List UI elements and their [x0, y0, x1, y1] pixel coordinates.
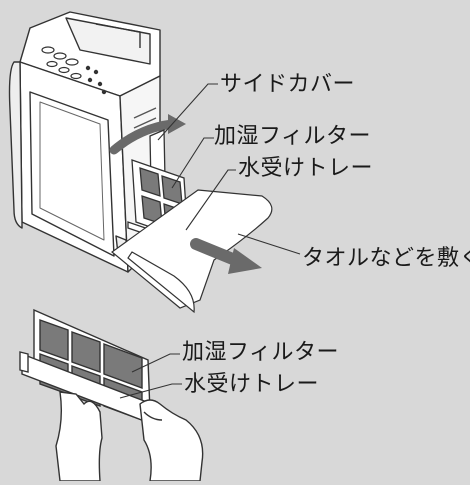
- label-towel-note: タオルなどを敷く: [302, 246, 470, 271]
- label-water-tray: 水受けトレー: [238, 156, 374, 181]
- open-arrow: [109, 119, 177, 155]
- label-water-tray-bottom: 水受けトレー: [184, 372, 320, 397]
- right-hand: [139, 399, 204, 482]
- label-side-cover: サイドカバー: [220, 72, 356, 97]
- control-button: [70, 72, 82, 80]
- control-button: [41, 46, 55, 54]
- leader-lines-bottom: [119, 353, 182, 399]
- towel: [111, 189, 273, 309]
- front-grille: [29, 91, 115, 257]
- label-humidifying-filter-bottom: 加湿フィルター: [182, 340, 340, 365]
- open-arrow-head: [168, 114, 186, 134]
- pull-arrow-head: [228, 248, 262, 274]
- control-button: [53, 52, 67, 60]
- leader-lines-top: [157, 83, 301, 255]
- control-button: [58, 66, 70, 74]
- control-panel: [41, 46, 107, 95]
- control-button: [65, 58, 79, 66]
- control-button: [46, 60, 58, 68]
- label-humidifying-filter: 加湿フィルター: [214, 124, 372, 149]
- hands: [55, 391, 204, 482]
- left-hand: [55, 391, 103, 482]
